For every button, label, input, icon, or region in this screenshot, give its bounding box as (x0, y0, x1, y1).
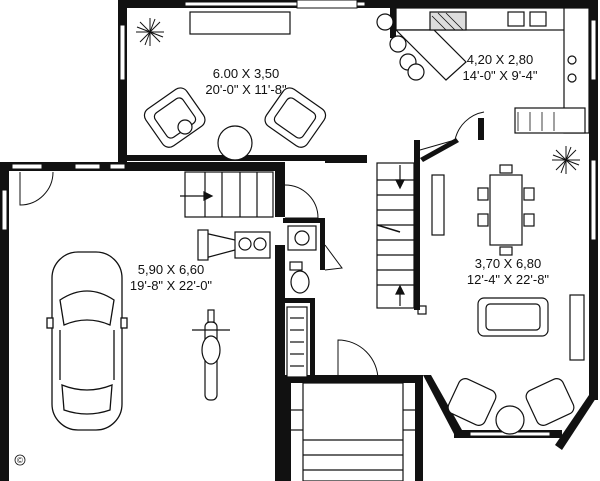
bathroom-fixtures (286, 225, 317, 378)
copyright-mark: © (17, 456, 23, 465)
bar-stools (376, 13, 425, 81)
lawn-mower-icon (197, 229, 271, 261)
dining-dims-imperial: 12'-4" X 22'-8" (467, 272, 550, 287)
dining-room-furniture (431, 164, 585, 435)
motorcycle-icon (192, 309, 230, 401)
plant-icon (136, 18, 580, 174)
car-icon (46, 251, 128, 431)
garage-dims-imperial: 19'-8" X 22'-0" (130, 278, 213, 293)
living-room-furniture (143, 11, 327, 161)
kitchen-dims-metric: 4,20 X 2,80 (467, 52, 534, 67)
kitchen-dims-imperial: 14'-0" X 9'-4" (463, 68, 538, 83)
room-label-living: 6.00 X 3,50 20'-0" X 11'-8" (205, 66, 287, 97)
room-label-garage: 5,90 X 6,60 19'-8" X 22'-0" (130, 262, 213, 293)
kitchen-counter-hatch (431, 12, 555, 131)
copyright-ring (14, 454, 26, 466)
room-label-dining: 3,70 X 6,80 12'-4" X 22'-8" (467, 256, 550, 287)
main-stairs (376, 162, 427, 315)
room-label-kitchen: 4,20 X 2,80 14'-0" X 9'-4" (463, 52, 538, 83)
garage-stairs (180, 171, 274, 218)
doors (19, 111, 485, 381)
porch-steps (291, 382, 415, 481)
living-dims-metric: 6.00 X 3,50 (213, 66, 280, 81)
garage-dims-metric: 5,90 X 6,60 (138, 262, 205, 277)
living-dims-imperial: 20'-0" X 11'-8" (205, 82, 287, 97)
kitchen-counters (394, 7, 590, 134)
dining-dims-metric: 3,70 X 6,80 (475, 256, 542, 271)
